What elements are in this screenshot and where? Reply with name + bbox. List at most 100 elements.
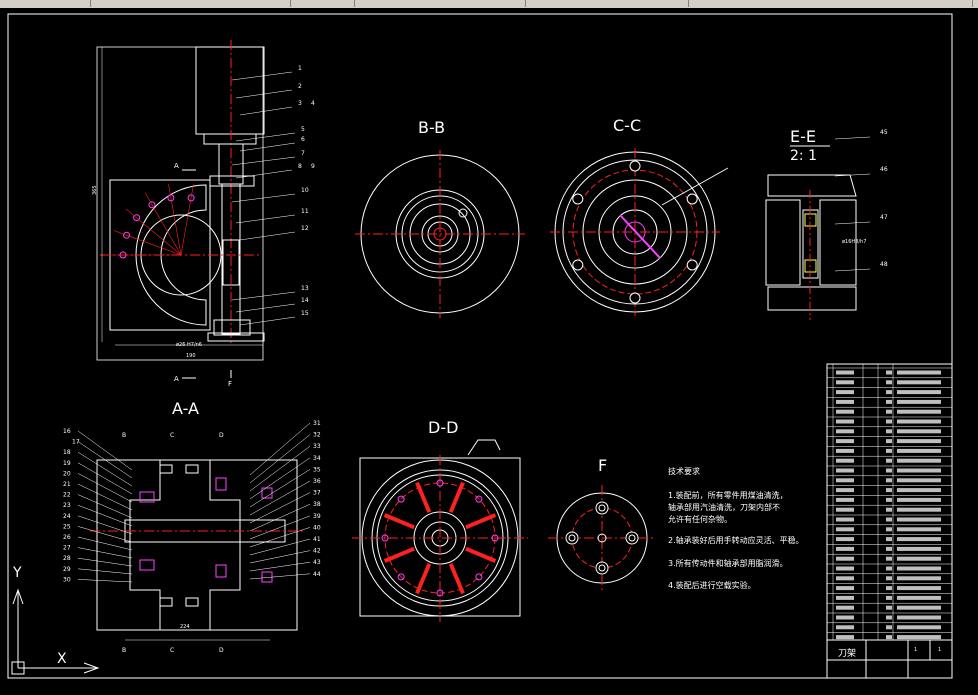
parts-cell	[836, 429, 854, 434]
parts-cell	[886, 439, 892, 444]
callout-label: 14	[301, 297, 309, 304]
aa-right-leader	[249, 573, 311, 580]
aa-right-label: 33	[313, 443, 321, 450]
parts-cell	[897, 468, 941, 473]
aa-left-leader	[77, 547, 133, 559]
parts-cell	[886, 537, 892, 542]
toolbar-segment[interactable]	[92, 0, 291, 7]
callout-label: 8	[298, 163, 302, 170]
aa-right-label: 43	[313, 559, 321, 566]
parts-cell	[886, 468, 892, 473]
section-mark-d-bottom: D	[219, 647, 224, 654]
cc-bolt	[686, 193, 698, 205]
aa-right-leader	[249, 538, 311, 556]
toolbar-segment[interactable]	[0, 0, 91, 7]
f-bolt	[565, 531, 579, 545]
aa-right-leader	[249, 492, 311, 524]
f-bolt-inner	[568, 534, 576, 542]
aa-left-leader	[77, 473, 133, 503]
parts-cell	[897, 566, 941, 571]
callout-label: 12	[301, 225, 309, 232]
callout-leader	[235, 214, 296, 224]
parts-cell	[836, 615, 854, 620]
dd-spoke	[415, 563, 432, 595]
turret-hole	[167, 194, 175, 202]
aa-left-leader	[77, 557, 133, 567]
parts-cell	[886, 595, 892, 600]
toolbar-segment[interactable]	[692, 0, 973, 7]
parts-cell	[886, 586, 892, 591]
parts-cell	[836, 390, 854, 395]
callout-label: 7	[301, 150, 305, 157]
aa-right-label: 41	[313, 536, 321, 543]
callout-label: 5	[301, 126, 305, 133]
aa-left-leader	[77, 568, 133, 575]
aa-right-leader	[249, 445, 311, 492]
aa-right-leader	[249, 550, 311, 564]
parts-cell	[897, 576, 941, 581]
f-center	[597, 533, 607, 543]
aa-right-leader	[249, 457, 311, 500]
f-bolt	[625, 531, 639, 545]
dd-hole	[381, 534, 389, 542]
turret-spoke	[180, 184, 194, 256]
drawing-border	[7, 13, 953, 679]
parts-cell	[886, 370, 892, 375]
parts-cell	[897, 458, 941, 463]
parts-list-table	[826, 363, 953, 679]
callout-label: 4	[311, 100, 315, 107]
f-bolt	[595, 501, 609, 515]
tech-line: 2.轴承装好后用手转动应灵活、平稳。	[668, 535, 804, 545]
aa-left-leader	[77, 483, 133, 511]
callout-label: 6	[301, 136, 305, 143]
aa-left-leader	[77, 494, 133, 519]
aa-right-label: 34	[313, 455, 321, 462]
view-title-aa: A-A	[172, 399, 199, 418]
section-mark-a: A	[174, 162, 179, 170]
section-mark-b-bottom: B	[122, 647, 126, 654]
ee-leader	[834, 268, 871, 272]
parts-cell	[886, 419, 892, 424]
section-mark-a-bottom: A	[174, 375, 179, 383]
tech-line: 允许有任何杂物。	[668, 514, 732, 524]
dd-hole	[475, 495, 483, 503]
toolbar-segment[interactable]	[292, 0, 355, 7]
aa-right-label: 32	[313, 432, 321, 439]
callout-leader	[239, 106, 293, 116]
callout-label: 9	[311, 163, 315, 170]
parts-cell	[897, 507, 941, 512]
dd-spokes	[381, 479, 499, 597]
parts-cell	[836, 409, 854, 414]
svg-text:190: 190	[186, 353, 196, 359]
ee-callout-label: 45	[880, 129, 888, 136]
aa-left-label: 29	[63, 566, 71, 573]
parts-cell	[897, 429, 941, 434]
view-f	[548, 485, 656, 592]
dd-hole	[436, 589, 444, 597]
aa-left-label: 25	[63, 523, 71, 530]
toolbar-segment[interactable]	[528, 0, 689, 7]
aa-left-label: 27	[63, 545, 71, 552]
callout-leader	[235, 169, 293, 179]
section-ee: ø16H8/h7	[765, 174, 866, 320]
section-aa: 224	[90, 459, 305, 641]
aa-right-label: 35	[313, 466, 321, 473]
ee-leader	[834, 136, 871, 140]
cc-bolt	[572, 193, 584, 205]
title-block: 刀架 1 1	[827, 639, 952, 678]
toolbar-segment[interactable]	[370, 0, 526, 7]
parts-cell	[836, 478, 854, 483]
parts-cell	[886, 635, 892, 640]
aa-right-leader	[249, 422, 311, 476]
f-bolt-inner	[628, 534, 636, 542]
parts-cell	[836, 517, 854, 522]
tech-line: 4.装配后进行空载实验。	[668, 580, 756, 590]
aa-right-leader	[249, 515, 311, 540]
callout-label: 10	[301, 187, 309, 194]
aa-left-leader	[77, 430, 133, 471]
turret-spoke	[113, 230, 182, 256]
parts-cell	[897, 399, 941, 404]
dd-hole	[436, 479, 444, 487]
